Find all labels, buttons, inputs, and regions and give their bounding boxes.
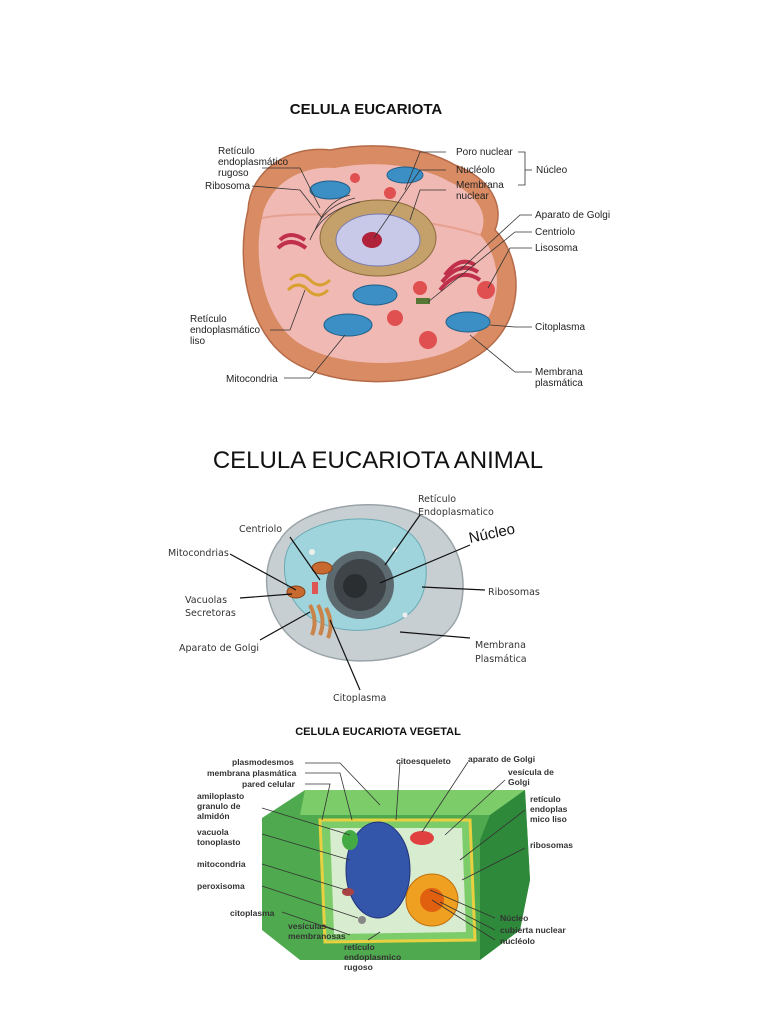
label3-rel-2: endoplas [530, 804, 568, 814]
vegetal-svg: CELULA EUCARIOTA VEGETAL pla [197, 726, 573, 972]
label3-golgi: aparato de Golgi [468, 754, 535, 764]
label3-rel-3: mico liso [530, 814, 567, 824]
label3-amiloplasto-3: almidón [197, 811, 230, 821]
label2-vacuolas-2: Secretoras [185, 608, 236, 619]
label3-vesicula-golgi-2: Golgi [508, 777, 530, 787]
label-ribosoma: Ribosoma [205, 181, 250, 192]
label3-vesiculas-1: vesículas [288, 921, 327, 931]
label3-vacuola-1: vacuola [197, 827, 229, 837]
label-rel-1: Retículo [190, 314, 227, 325]
label2-reticulo-2: Endoplasmatico [418, 507, 494, 518]
diagram3-title: CELULA EUCARIOTA VEGETAL [295, 726, 461, 738]
label-rer-3: rugoso [218, 168, 249, 179]
diagram1-labels: Retículo endoplasmático rugoso Ribosoma … [190, 146, 610, 389]
diagram-eucariota-vegetal: CELULA EUCARIOTA VEGETAL pla [0, 720, 768, 1020]
label3-citoplasma: citoplasma [230, 908, 275, 918]
label2-ribosomas: Ribosomas [488, 587, 540, 598]
label3-rel-1: retículo [530, 794, 561, 804]
label3-vesicula-golgi-1: vesícula de [508, 767, 554, 777]
diagram-eucariota-animal: CELULA EUCARIOTA ANIMAL Retículo Endopla… [0, 440, 768, 710]
label2-citoplasma: Citoplasma [333, 693, 386, 704]
label3-plasmodesmos: plasmodesmos [232, 757, 294, 767]
eucariota-svg: CELULA EUCARIOTA [190, 101, 610, 389]
diagram1-title: CELULA EUCARIOTA [290, 101, 443, 118]
label-mitocondria: Mitocondria [226, 374, 278, 385]
label3-rer-2: endoplasmico [344, 952, 401, 962]
diagram-eucariota: CELULA EUCARIOTA [0, 90, 768, 400]
label-lisosoma: Lisosoma [535, 243, 578, 254]
label3-nucleo: Núcleo [500, 913, 528, 923]
label-centriolo: Centriolo [535, 227, 575, 238]
label3-mitocondria: mitocondria [197, 859, 246, 869]
label-membrana-plasmatica-2: plasmática [535, 378, 583, 389]
label-membrana-nuclear-2: nuclear [456, 191, 489, 202]
label3-ribosomas: ribosomas [530, 840, 573, 850]
label-golgi: Aparato de Golgi [535, 210, 610, 221]
label3-citoesqueleto: citoesqueleto [396, 756, 451, 766]
label3-amiloplasto-1: amiloplasto [197, 791, 244, 801]
label-rer-2: endoplasmático [218, 157, 288, 168]
label-rel-3: liso [190, 336, 205, 347]
label-membrana-plasmatica-1: Membrana [535, 367, 583, 378]
label2-membrana-1: Membrana [475, 640, 526, 651]
label3-amiloplasto-2: granulo de [197, 801, 241, 811]
label-rel-2: endoplasmático [190, 325, 260, 336]
label-rer-1: Retículo [218, 146, 255, 157]
label-nucleolo: Nucléolo [456, 165, 495, 176]
label3-membrana-plasmatica: membrana plasmática [207, 768, 297, 778]
diagram3-labels: plasmodesmos membrana plasmática pared c… [197, 754, 573, 972]
diagram1-leaders [251, 151, 532, 379]
label2-centriolo: Centriolo [239, 524, 282, 535]
diagram2-arrows [229, 514, 486, 691]
label3-peroxisoma: peroxisoma [197, 881, 245, 891]
label2-vacuolas-1: Vacuolas [185, 595, 227, 606]
label3-nucleolo: nucléolo [500, 936, 535, 946]
animal-cell-illustration [265, 504, 464, 662]
label-nucleo: Núcleo [536, 165, 568, 176]
label3-cubierta: cubierta nuclear [500, 925, 566, 935]
label2-membrana-2: Plasmática [475, 654, 527, 665]
label3-rer-1: retículo [344, 942, 375, 952]
label2-golgi: Aparato de Golgi [179, 643, 259, 654]
animal-svg: CELULA EUCARIOTA ANIMAL Retículo Endopla… [168, 447, 543, 704]
label3-vesiculas-2: membranosas [288, 931, 346, 941]
diagram2-title: CELULA EUCARIOTA ANIMAL [213, 447, 543, 474]
label-citoplasma: Citoplasma [535, 322, 585, 333]
label-poro-nuclear: Poro nuclear [456, 147, 513, 158]
label2-nucleo: Núcleo [467, 521, 516, 547]
diagram2-labels: Retículo Endoplasmatico Núcleo Centriolo… [168, 494, 540, 704]
label3-pared-celular: pared celular [242, 779, 296, 789]
label2-mitocondrias: Mitocondrias [168, 548, 229, 559]
plant-cell-illustration [262, 790, 530, 960]
label3-vacuola-2: tonoplasto [197, 837, 240, 847]
diagram3-leaders [261, 761, 526, 941]
label2-reticulo-1: Retículo [418, 494, 456, 505]
label-membrana-nuclear-1: Membrana [456, 180, 504, 191]
label3-rer-3: rugoso [344, 962, 373, 972]
